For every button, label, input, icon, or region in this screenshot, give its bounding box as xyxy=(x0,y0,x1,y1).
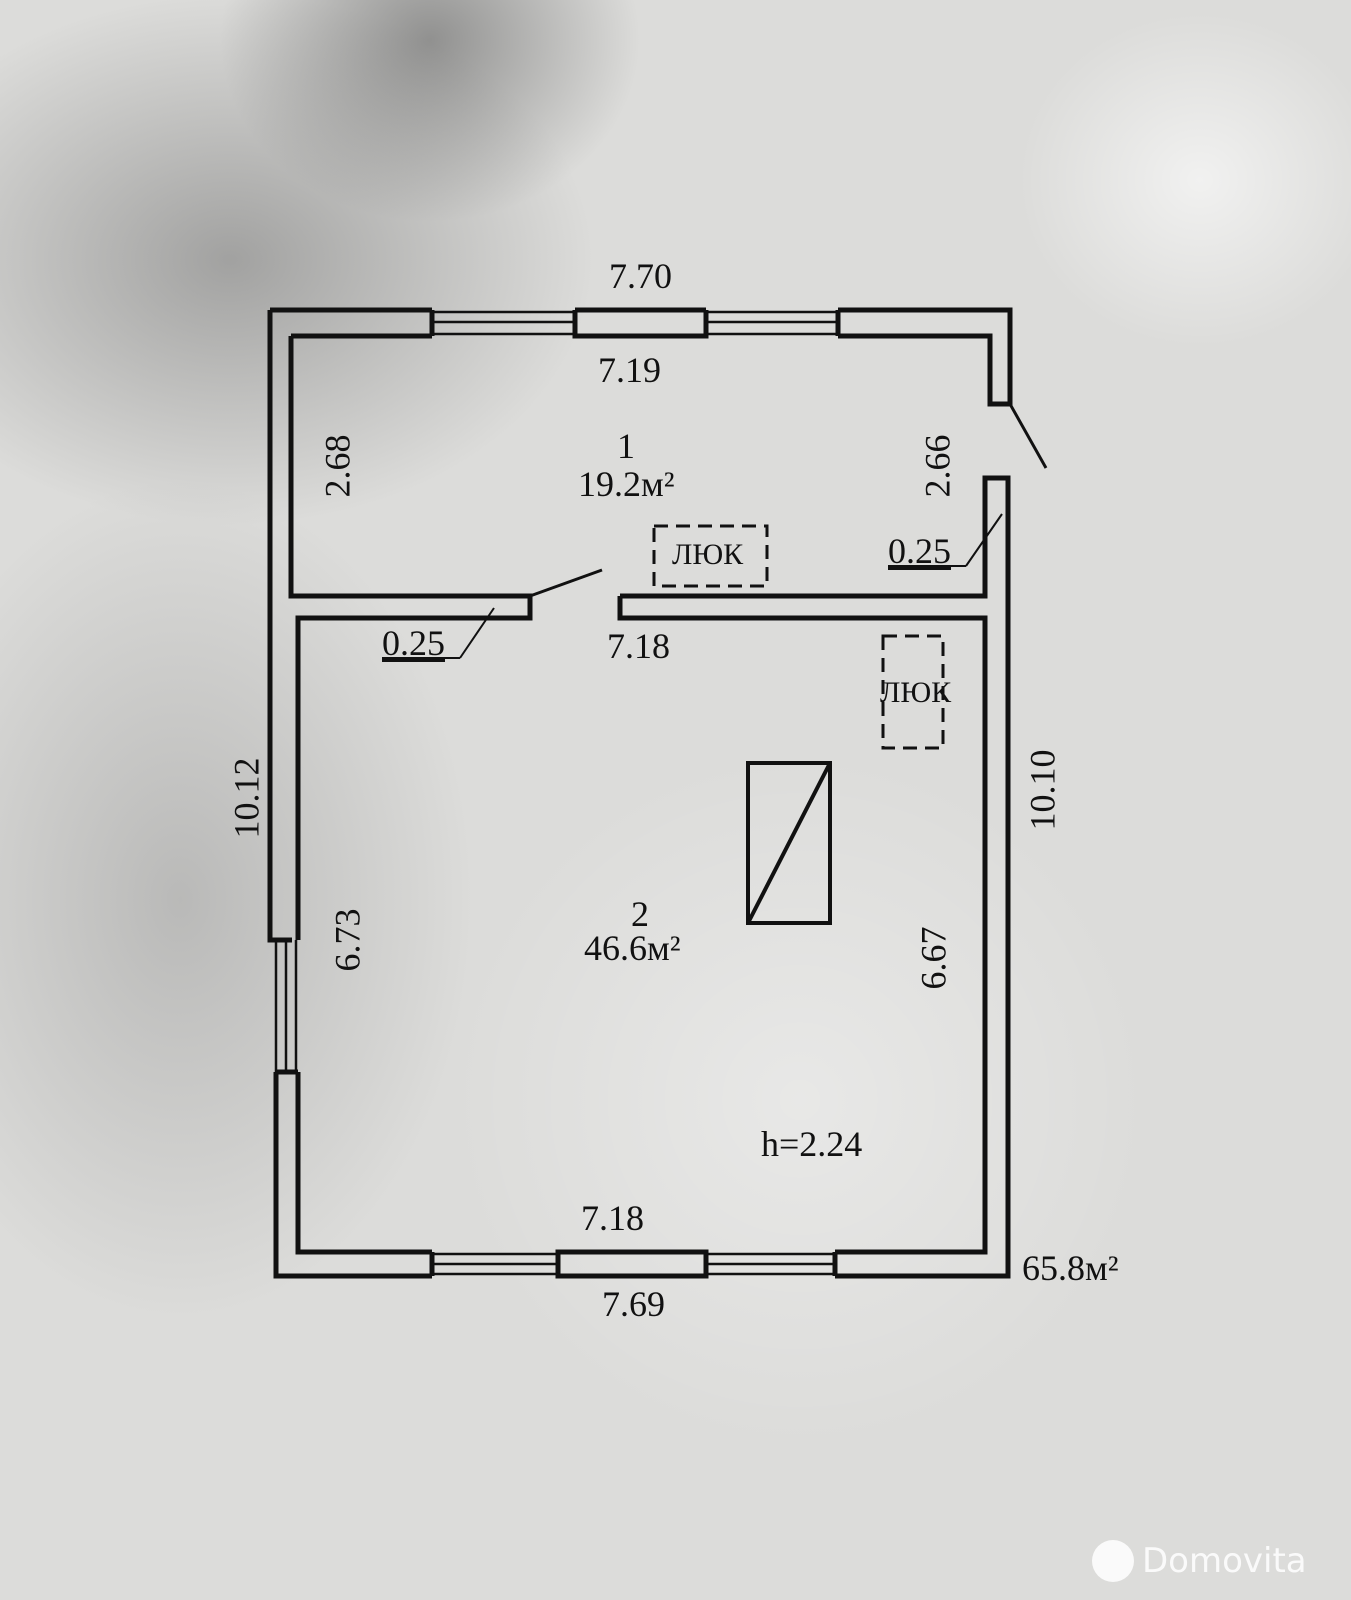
dim-room1-left: 2.68 xyxy=(317,434,358,498)
window-top-left xyxy=(432,310,575,336)
wall-thickness-right: 0.25 xyxy=(888,531,951,571)
ceiling-height: h=2.24 xyxy=(761,1124,863,1164)
leader-line-right xyxy=(888,513,1003,567)
domovita-logo-icon xyxy=(1092,1540,1134,1582)
dim-left-outer: 10.12 xyxy=(226,757,267,839)
wall-thickness-left: 0.25 xyxy=(382,623,445,663)
dim-room2-bottom: 7.18 xyxy=(581,1198,644,1238)
leader-line-left xyxy=(382,607,495,659)
window-left xyxy=(274,940,298,1072)
hatch-label-1: ЛЮК xyxy=(672,538,744,571)
hatch-label-2: ЛЮК xyxy=(880,676,952,709)
partition-wall xyxy=(617,475,1011,1279)
watermark-brand: Domovita xyxy=(1142,1541,1307,1581)
stair-opening-icon xyxy=(746,761,832,925)
room1-number: 1 xyxy=(617,426,635,466)
dim-room2-right: 6.67 xyxy=(913,926,954,990)
window-bottom-right xyxy=(706,1252,835,1276)
domovita-watermark: Domovita xyxy=(1092,1540,1307,1582)
dim-right-outer: 10.10 xyxy=(1022,749,1063,831)
room2-area: 46.6м² xyxy=(584,928,681,968)
dim-room1-width: 7.19 xyxy=(598,350,661,390)
wall-bottom-middle xyxy=(555,1249,709,1279)
total-area: 65.8м² xyxy=(1022,1248,1119,1288)
room2-number: 2 xyxy=(631,894,649,934)
dim-bottom-outer: 7.69 xyxy=(602,1284,665,1324)
dim-top-outer: 7.70 xyxy=(609,256,672,296)
outer-wall-left-upper xyxy=(267,310,533,943)
window-top-right xyxy=(706,310,838,336)
interior-door-swing xyxy=(529,568,603,598)
dim-room2-top: 7.18 xyxy=(607,626,670,666)
hatch-room1 xyxy=(652,524,769,588)
entrance-door-swing xyxy=(1008,403,1048,469)
dim-room2-left: 6.73 xyxy=(327,908,368,972)
dim-room1-right: 2.66 xyxy=(917,434,958,498)
outer-wall-left-lower xyxy=(273,1069,432,1279)
window-bottom-left xyxy=(432,1252,558,1276)
room1-area: 19.2м² xyxy=(578,464,675,504)
hatch-room2 xyxy=(881,634,945,750)
